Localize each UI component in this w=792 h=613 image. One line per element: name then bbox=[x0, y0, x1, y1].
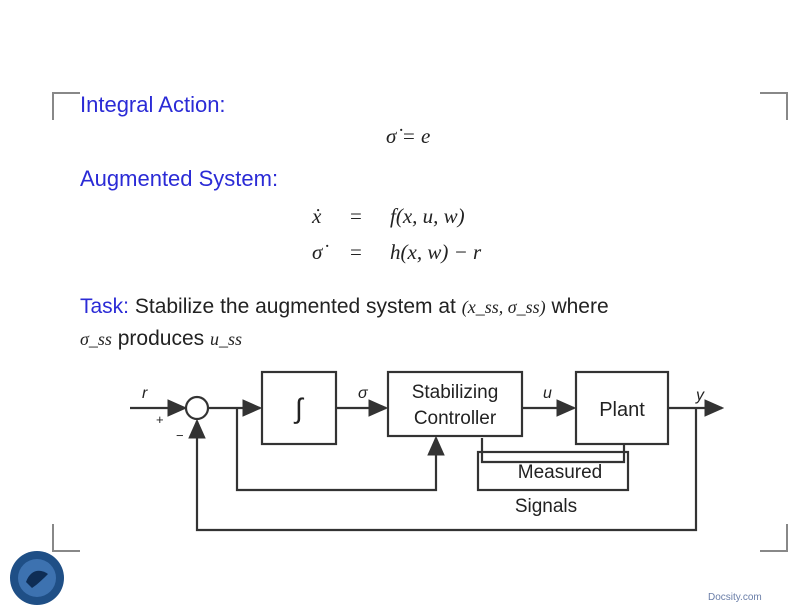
task-text-1: Stabilize the augmented system at bbox=[134, 295, 456, 318]
task-text-2: where bbox=[551, 295, 609, 318]
integral-action-heading: Integral Action: bbox=[80, 92, 226, 117]
integrator-block bbox=[260, 370, 338, 446]
aug-eq-2-rhs: h(x, w) − r bbox=[390, 240, 482, 264]
controller-block bbox=[386, 370, 524, 438]
measured-signals-box bbox=[476, 450, 630, 492]
task-line2-text: produces bbox=[117, 327, 205, 350]
input-r-label: r bbox=[142, 385, 148, 402]
aug-eq-1-lhs: ẋ bbox=[312, 204, 322, 228]
inner-feedback-line bbox=[235, 408, 445, 492]
task-line2-var2: u_ss bbox=[209, 329, 242, 349]
integral-equation: σ̇ = e bbox=[386, 124, 431, 148]
task-line-1: Task: Stabilize the augmented system at … bbox=[80, 292, 609, 322]
frame-corner-top-left bbox=[52, 92, 80, 120]
aug-eq-1-rhs: f(x, u, w) bbox=[390, 204, 465, 228]
augmented-system-heading: Augmented System: bbox=[80, 166, 279, 191]
summing-junction bbox=[184, 395, 210, 421]
footer-site[interactable]: Docsity.com bbox=[708, 592, 762, 603]
task-label: Task: bbox=[80, 295, 130, 318]
frame-corner-bottom-right bbox=[760, 524, 788, 552]
frame-corner-top-right bbox=[760, 92, 788, 120]
measured-signals-line bbox=[480, 438, 626, 464]
controller-label-2: Controller bbox=[414, 408, 497, 429]
aug-eq-2-lhs: σ̇ bbox=[312, 240, 323, 264]
frame-corner-bottom-left bbox=[52, 524, 80, 552]
task-line2-var: σ_ss bbox=[80, 329, 112, 349]
aug-eq-1-rel: = bbox=[350, 204, 362, 228]
sigma-label: σ bbox=[358, 385, 369, 402]
output-y-label: y bbox=[695, 387, 705, 404]
university-logo bbox=[6, 548, 68, 608]
plant-block bbox=[574, 370, 670, 446]
u-label: u bbox=[543, 385, 552, 402]
outer-feedback-line bbox=[188, 408, 698, 532]
task-line-2: σ_ss produces u_ss bbox=[80, 324, 242, 354]
plant-label: Plant bbox=[599, 399, 645, 421]
measured-label-2: Signals bbox=[515, 496, 577, 517]
measured-label-1: Measured bbox=[518, 462, 603, 483]
task-point: (x_ss, σ_ss) bbox=[461, 297, 546, 317]
integrator-symbol: ∫ bbox=[293, 393, 305, 424]
aug-eq-2-rel: = bbox=[350, 240, 362, 264]
plus-sign: + bbox=[156, 412, 164, 427]
controller-label-1: Stabilizing bbox=[412, 382, 499, 403]
minus-sign: − bbox=[176, 428, 184, 443]
